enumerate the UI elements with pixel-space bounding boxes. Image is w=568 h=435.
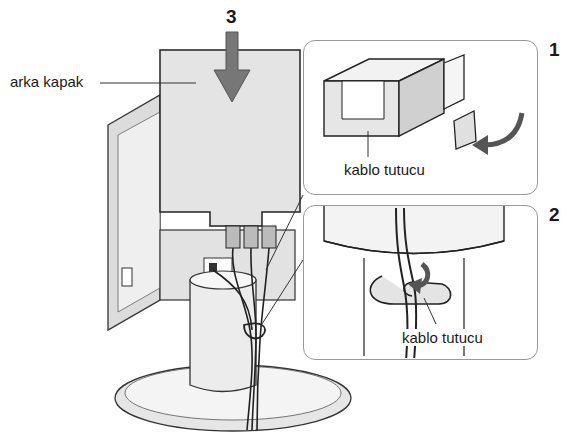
callout-number: 3 [226,6,237,28]
callout-number: 2 [549,204,560,226]
part-label: kablo tutucu [344,161,425,178]
part-label: kablo tutucu [402,329,483,346]
inset-panel: kablo tutucu [303,40,538,195]
inset-panel: kablo tutucu [303,205,538,360]
callout-number: 1 [549,39,560,61]
part-label: arka kapak [10,73,83,90]
